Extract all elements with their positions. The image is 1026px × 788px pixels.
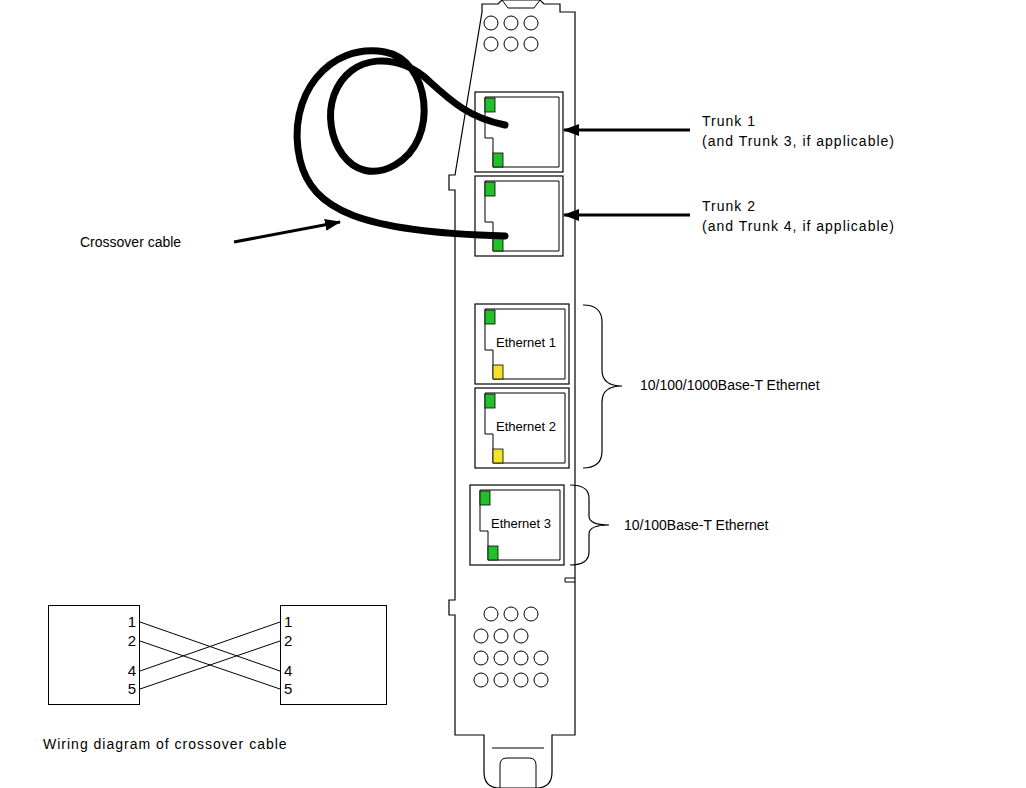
connector-pinout-box: 1 2 4 5: [280, 605, 387, 705]
port-label: (and Trunk 4, if applicable): [702, 218, 895, 234]
crossover-cable: [297, 51, 505, 236]
crossover-wire: [140, 622, 280, 671]
crossover-wire: [140, 641, 280, 689]
ethernet-port: Ethernet 2: [475, 388, 569, 468]
port-label: Trunk 1: [702, 113, 756, 129]
port-name: Ethernet 1: [496, 335, 556, 350]
port-label: 10/100/1000Base-T Ethernet: [640, 377, 820, 393]
ethernet-port: Ethernet 1: [475, 304, 569, 384]
pci-bracket: [449, 0, 575, 788]
port-name: Ethernet 3: [491, 516, 551, 531]
curly-brace: [583, 305, 622, 468]
cable-label: Crossover cable: [80, 234, 181, 250]
bracket-slot: [565, 578, 575, 582]
pin-number: 1: [128, 614, 136, 630]
crossover-wire: [140, 641, 280, 689]
curly-brace: [570, 485, 609, 565]
port-label: 10/100Base-T Ethernet: [624, 517, 769, 533]
leader-arrow: [564, 214, 690, 217]
port-label: (and Trunk 3, if applicable): [702, 133, 895, 149]
diagram-caption: Wiring diagram of crossover cable: [43, 736, 288, 752]
trunk-port: [475, 92, 563, 172]
pin-number: 5: [284, 681, 292, 697]
pin-number: 4: [284, 663, 292, 679]
port-name: Ethernet 2: [496, 419, 556, 434]
port-label: Trunk 2: [702, 198, 756, 214]
pin-number: 4: [128, 663, 136, 679]
pin-number: 2: [284, 633, 292, 649]
leader-arrow: [234, 222, 340, 242]
pin-number: 5: [128, 681, 136, 697]
trunk-port: [475, 176, 563, 256]
leader-arrow: [564, 129, 690, 132]
ethernet-port: Ethernet 3: [470, 485, 564, 565]
pin-number: 1: [284, 614, 292, 630]
connector-pinout-box: 1 2 4 5: [48, 605, 140, 705]
crossover-wire: [140, 622, 280, 671]
pin-number: 2: [128, 633, 136, 649]
